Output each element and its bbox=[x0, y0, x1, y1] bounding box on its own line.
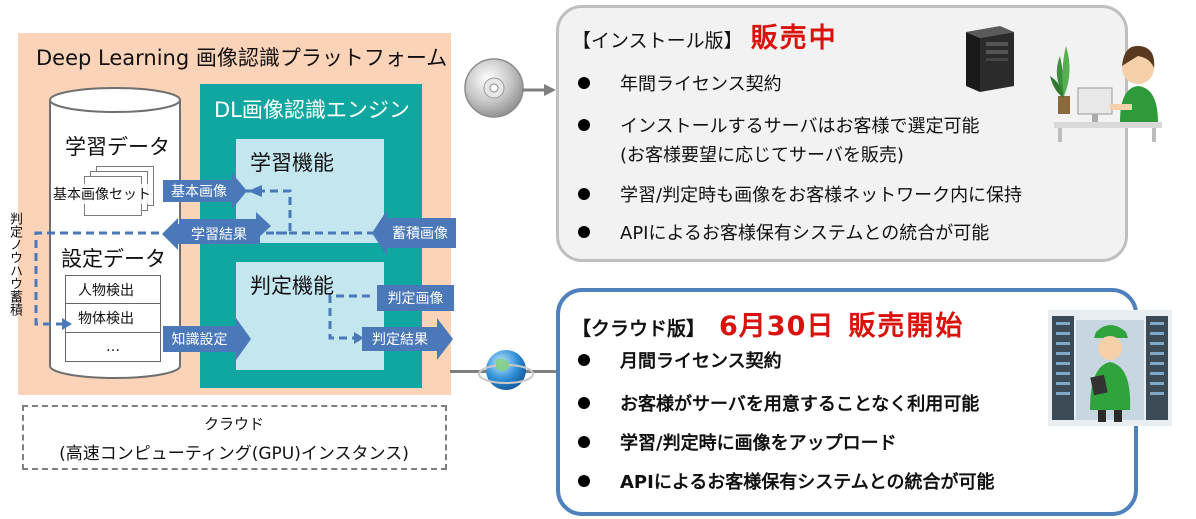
learning-function-title: 学習機能 bbox=[250, 151, 334, 175]
cloud-edition-box bbox=[556, 288, 1138, 516]
install-edition-header: 【インストール版】 販売中 bbox=[572, 16, 838, 55]
cloud-edition-status: 販売開始 bbox=[848, 311, 965, 342]
knowledge-setting-arrow-label: 知識設定 bbox=[171, 332, 228, 348]
install-edition-status: 販売中 bbox=[750, 23, 838, 54]
install-edition-box bbox=[556, 5, 1128, 262]
dl-engine-title: DL画像認識エンジン bbox=[214, 98, 410, 122]
basic-image-set-label: 基本画像セット bbox=[52, 184, 152, 204]
flow-arrows bbox=[34, 173, 456, 360]
basic-image-arrow-label: 基本画像 bbox=[171, 184, 227, 200]
server-tower-icon bbox=[966, 26, 1014, 92]
setting-item-more: … bbox=[65, 333, 161, 362]
setting-item-person: 人物検出 bbox=[65, 275, 161, 304]
setting-item-object: 物体検出 bbox=[65, 304, 161, 333]
cloud-instance-box bbox=[22, 405, 447, 470]
judgement-image-arrow-label: 判定画像 bbox=[387, 291, 444, 307]
install-edition-tag: 【インストール版】 bbox=[572, 30, 743, 52]
judgement-function-box bbox=[236, 262, 384, 370]
accumulated-image-arrow-label: 蓄積画像 bbox=[392, 226, 448, 242]
datacenter-engineer-icon bbox=[1048, 310, 1172, 426]
platform-title: Deep Learning 画像認識プラットフォーム bbox=[36, 46, 448, 70]
cd-to-install-arrow bbox=[522, 84, 556, 96]
cloud-instance-label: (高速コンピューティング(GPU)インスタンス) bbox=[59, 444, 409, 464]
office-worker-icon bbox=[1050, 45, 1162, 142]
judgement-function-title: 判定機能 bbox=[250, 274, 334, 298]
cloud-edition-tag: 【クラウド版】 bbox=[572, 318, 706, 340]
setting-data-table: 人物検出 物体検出 … bbox=[65, 275, 161, 362]
judgement-knowhow-label: 判定ノウハウ蓄積 bbox=[7, 212, 22, 316]
learning-data-title: 学習データ bbox=[65, 135, 170, 159]
cd-disc-icon bbox=[464, 58, 524, 118]
judgement-result-arrow-label: 判定結果 bbox=[372, 332, 428, 348]
learning-result-arrow-label: 学習結果 bbox=[191, 227, 247, 243]
setting-data-title: 設定データ bbox=[61, 247, 166, 271]
learning-result-arrow bbox=[162, 218, 260, 250]
globe-icon bbox=[478, 350, 534, 390]
cloud-edition-date: 6月30日 bbox=[719, 311, 835, 342]
cloud-label: クラウド bbox=[203, 415, 264, 433]
cloud-edition-header: 【クラウド版】 6月30日 販売開始 bbox=[572, 304, 964, 343]
